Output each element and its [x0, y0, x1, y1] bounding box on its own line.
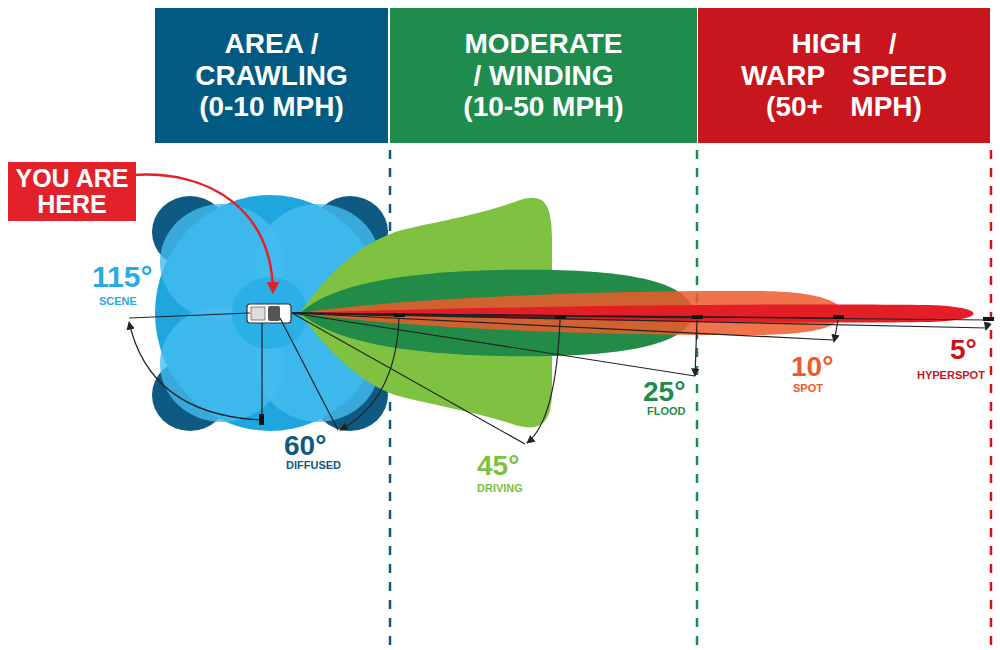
art-part	[292, 313, 695, 376]
angle-value: 5°	[950, 336, 977, 364]
truck	[247, 304, 291, 323]
art-part	[834, 320, 838, 342]
art-part	[696, 150, 699, 645]
angle-value: 25°	[643, 378, 685, 406]
art-part	[280, 318, 338, 430]
art-part	[247, 304, 291, 323]
art-part	[340, 318, 399, 430]
callout-text: YOU ARE HERE	[12, 165, 132, 218]
band-heading: AREA / CRAWLING (0-10 MPH)	[187, 28, 357, 122]
art-part	[268, 306, 280, 321]
band-inner: MODERATE / WINDING (10-50 MPH)	[459, 28, 629, 122]
art-part	[292, 313, 525, 444]
art-part	[251, 307, 265, 320]
angle-value: 10°	[791, 353, 833, 381]
art-part	[695, 320, 697, 376]
art-part	[259, 414, 264, 425]
angle-value: 45°	[477, 452, 519, 480]
art-part	[292, 313, 988, 320]
art-part	[394, 313, 405, 317]
beam-name: SCENE	[99, 296, 137, 307]
art-part	[692, 315, 703, 319]
callout-box: YOU ARE HERE	[8, 162, 136, 221]
angle-value: 115°	[92, 262, 152, 292]
art-part	[986, 322, 988, 330]
beam-name: HYPERSPOT	[917, 370, 985, 381]
art-part	[129, 322, 262, 420]
art-part	[292, 313, 833, 340]
speed-band: MODERATE / WINDING (10-50 MPH)	[390, 8, 697, 143]
beam-name: DRIVING	[477, 483, 523, 494]
art-part	[555, 315, 566, 319]
you-are-here-arrow	[133, 175, 273, 292]
angle-lines	[129, 313, 988, 444]
art-part	[129, 313, 250, 318]
speed-band: HIGH / WARP SPEED (50+ MPH)	[698, 8, 990, 143]
band-heading: MODERATE / WINDING (10-50 MPH)	[459, 28, 629, 122]
art-part	[833, 315, 844, 319]
band-heading: HIGH / WARP SPEED (50+ MPH)	[738, 28, 951, 122]
hyperspot-beam	[300, 304, 974, 322]
art-part	[292, 313, 988, 328]
speed-band: AREA / CRAWLING (0-10 MPH)	[155, 8, 388, 143]
art-part	[389, 150, 392, 645]
band-inner: AREA / CRAWLING (0-10 MPH)	[187, 28, 357, 122]
tick-marks	[259, 313, 994, 425]
art-part	[527, 320, 560, 443]
art-part	[261, 323, 262, 420]
beam-name: DIFFUSED	[286, 460, 341, 471]
beam-name: FLOOD	[647, 406, 686, 417]
art-part	[983, 317, 994, 321]
art-part	[990, 150, 993, 645]
angle-value: 60°	[284, 432, 326, 460]
beam-name: SPOT	[793, 383, 823, 394]
band-inner: HIGH / WARP SPEED (50+ MPH)	[738, 28, 951, 122]
